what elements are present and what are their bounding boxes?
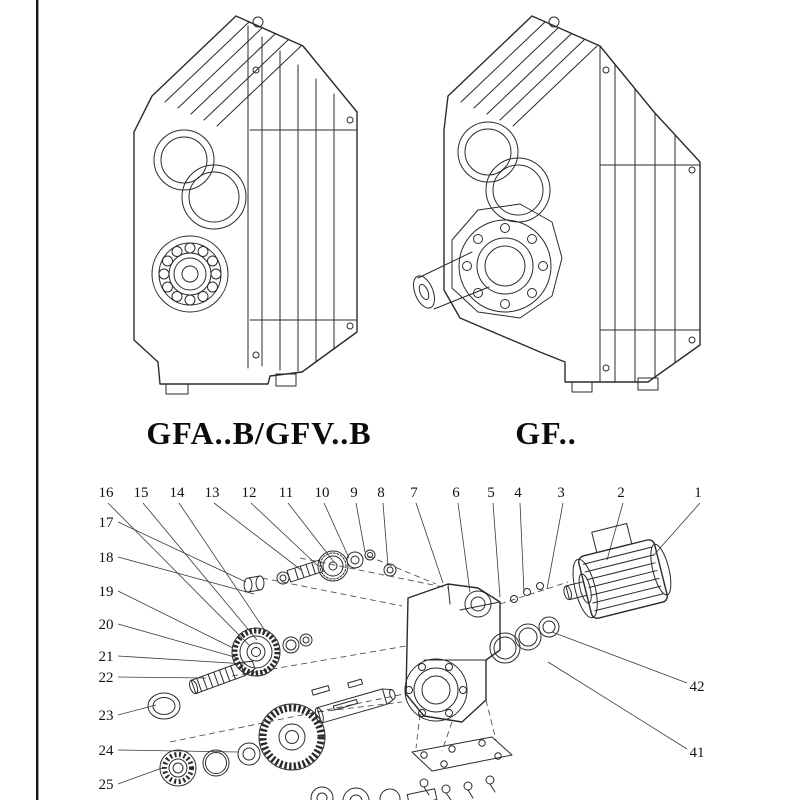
- key: [311, 685, 330, 696]
- leader-lines: [107, 502, 701, 785]
- callout-15: 15: [134, 485, 149, 501]
- cover-seal-rings: [489, 616, 560, 664]
- lock-nut: [364, 549, 376, 561]
- mounting-foot: [637, 377, 659, 391]
- callout-21: 21: [99, 649, 114, 665]
- callout-5: 5: [487, 485, 495, 501]
- output-flange: [451, 203, 563, 319]
- washer: [346, 551, 364, 569]
- callout-24: 24: [99, 743, 115, 759]
- callout-13: 13: [205, 485, 220, 501]
- housing-bolts: [419, 775, 496, 800]
- callout-6: 6: [452, 485, 460, 501]
- side-ribs: [599, 45, 701, 383]
- left-model-label: GFA..B/GFV..B: [146, 415, 371, 451]
- mounting-foot: [275, 373, 297, 387]
- callout-4: 4: [514, 485, 522, 501]
- input-pinion-shaft: [188, 660, 256, 695]
- callout-42: 42: [690, 679, 705, 695]
- callouts: 16 15 14 13 12 11 10 9 8 7 6 5 4 3 2 1 1…: [99, 485, 705, 793]
- oil-seal: [147, 692, 181, 720]
- ball-bearing: [159, 749, 197, 787]
- left-gearbox-drawing: [133, 15, 358, 395]
- right-model-label: GF..: [515, 415, 577, 451]
- callout-12: 12: [242, 485, 257, 501]
- callout-7: 7: [410, 485, 418, 501]
- helical-gear-large: [231, 627, 281, 677]
- bearing-detail: [151, 235, 229, 313]
- shaft-bores: [457, 121, 551, 223]
- callout-10: 10: [315, 485, 330, 501]
- side-ribs: [247, 25, 358, 372]
- gasket: [411, 736, 513, 772]
- snap-ring: [202, 749, 230, 777]
- intermediate-gear-cluster: [147, 627, 313, 720]
- callout-9: 9: [350, 485, 358, 501]
- callout-25: 25: [99, 777, 114, 793]
- callout-20: 20: [99, 617, 114, 633]
- mounting-foot: [165, 383, 189, 395]
- callout-17: 17: [99, 515, 115, 531]
- input-boss: [464, 590, 492, 618]
- callout-2: 2: [617, 485, 625, 501]
- thrust-washer: [237, 742, 261, 766]
- pinion-shaft: [286, 559, 324, 583]
- callout-3: 3: [557, 485, 565, 501]
- callout-18: 18: [99, 550, 114, 566]
- terminal-box: [591, 522, 633, 554]
- output-shaft-part: [314, 688, 396, 724]
- spacer-ring: [282, 636, 300, 654]
- callout-1: 1: [694, 485, 702, 501]
- output-gear: [258, 703, 326, 771]
- right-gearbox-drawing: [413, 15, 701, 393]
- output-gear-cluster: [159, 678, 396, 787]
- housing-flange: [404, 658, 468, 722]
- key: [347, 678, 364, 689]
- mounting-foot: [571, 381, 593, 393]
- callout-22: 22: [99, 670, 114, 686]
- cooling-fins: [164, 21, 302, 127]
- callout-11: 11: [279, 485, 293, 501]
- shaft-bores: [153, 129, 247, 230]
- helical-gear-small: [317, 550, 349, 582]
- cooling-fins: [460, 21, 598, 127]
- callout-19: 19: [99, 584, 114, 600]
- eyebolt-hole: [252, 16, 264, 28]
- gear-housing: [404, 583, 501, 723]
- callout-14: 14: [170, 485, 186, 501]
- small-fasteners: [510, 582, 544, 603]
- shim-ring: [383, 563, 397, 577]
- callout-16: 16: [99, 485, 115, 501]
- upper-shaft-parts: [243, 549, 397, 593]
- circlip: [299, 633, 313, 647]
- exploded-view: 16 15 14 13 12 11 10 9 8 7 6 5 4 3 2 1 1…: [99, 485, 705, 800]
- callout-41: 41: [690, 745, 705, 761]
- page-edge-line: [36, 0, 39, 800]
- electric-motor: [563, 522, 672, 619]
- eyebolt-hole: [548, 16, 560, 28]
- output-shaft: [413, 251, 490, 310]
- callout-8: 8: [377, 485, 385, 501]
- assembly-axes: [169, 555, 569, 752]
- spacer-sleeve: [243, 575, 265, 593]
- bottom-cropped-parts: [310, 786, 438, 800]
- callout-23: 23: [99, 708, 114, 724]
